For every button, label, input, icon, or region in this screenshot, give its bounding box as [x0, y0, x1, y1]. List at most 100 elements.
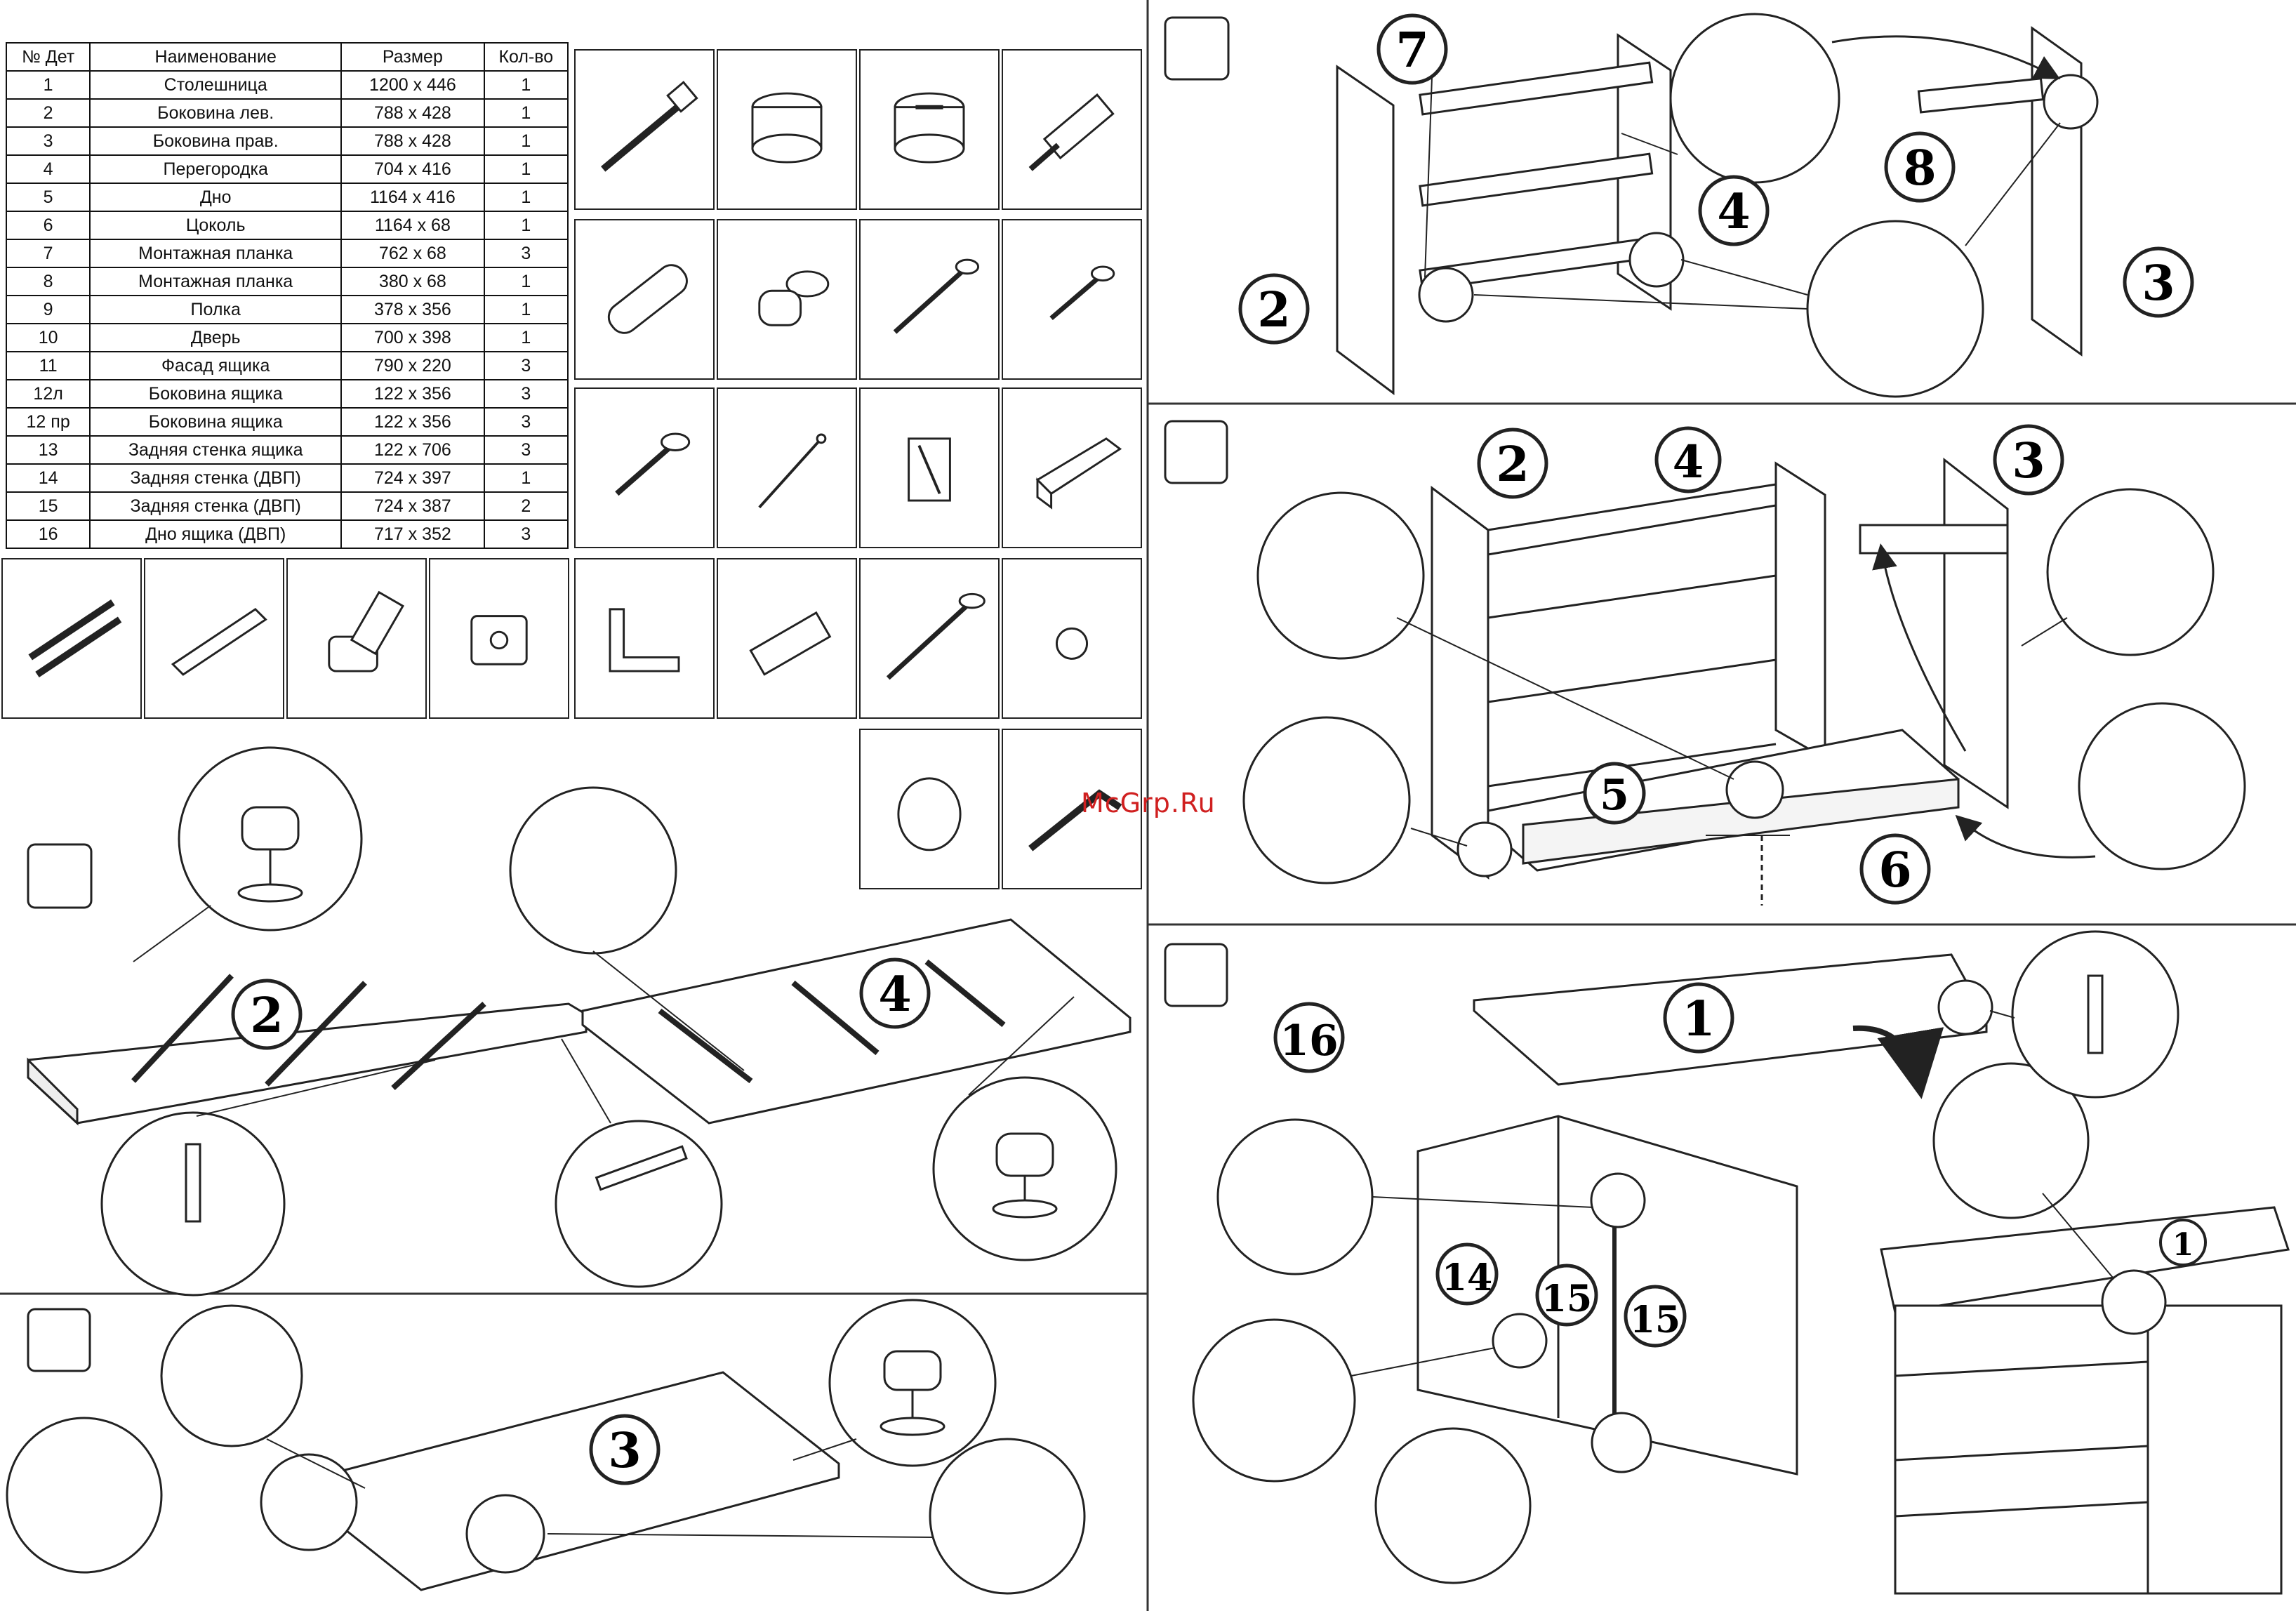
part-size-cell: 700 x 398	[340, 323, 485, 352]
part-label: 1	[2172, 1227, 2194, 1263]
hinge-plate-icon	[470, 615, 528, 665]
part-label: 15	[1630, 1299, 1680, 1341]
col-header-size: Размер	[340, 42, 485, 72]
part-qty-cell: 1	[483, 323, 569, 352]
part-qty-cell: 1	[483, 463, 569, 493]
part-number-cell: 12л	[5, 379, 91, 409]
part-number-cell: 7	[5, 239, 91, 268]
part-number-cell: 4	[5, 154, 91, 184]
part-qty-cell: 3	[483, 379, 569, 409]
hardware-cell	[717, 49, 857, 210]
part-badge-6: 6	[1859, 833, 1931, 905]
hinge-icon	[328, 590, 404, 672]
part-label: 15	[1541, 1278, 1592, 1320]
hardware-grid	[0, 0, 1151, 891]
part-size-cell: 790 x 220	[340, 351, 485, 380]
hex-key-icon	[1028, 789, 1122, 851]
step-d-diagram	[1164, 420, 2246, 906]
wood-screw-long-icon	[893, 258, 980, 334]
part-label: 1	[1682, 991, 1715, 1047]
part-qty-cell: 3	[483, 519, 569, 549]
step-d-number-box	[1164, 420, 1228, 484]
part-qty-cell: 3	[483, 435, 569, 465]
part-qty-cell: 1	[483, 295, 569, 324]
hardware-cell	[717, 219, 857, 380]
part-badge-4-step-a: 4	[859, 957, 931, 1029]
part-badge-3-step-d: 3	[1993, 424, 2064, 496]
hardware-cell	[859, 558, 1000, 719]
nail-icon	[758, 433, 827, 509]
part-number-cell: 11	[5, 351, 91, 380]
watermark: McGrp.Ru	[1081, 788, 1216, 818]
step-c-labels: 7 4 8 2 3	[1238, 13, 2194, 345]
hardware-cell	[286, 558, 427, 719]
part-badge-1-top: 1	[1663, 982, 1734, 1054]
part-name-cell: Боковина ящика	[89, 379, 343, 409]
step-d-labels: 2 4 3 5 6	[1477, 424, 2064, 905]
part-qty-cell: 1	[483, 183, 569, 212]
part-number-cell: 6	[5, 211, 91, 240]
cover-cap-icon	[1055, 627, 1089, 660]
confirmat-screw-icon	[601, 81, 698, 172]
part-size-cell: 724 x 387	[340, 491, 485, 521]
col-header-name: Наименование	[89, 42, 343, 72]
step-b-number-box	[27, 1308, 91, 1372]
hardware-cell	[574, 49, 715, 210]
part-size-cell: 378 x 356	[340, 295, 485, 324]
part-qty-cell: 1	[483, 267, 569, 296]
part-label: 14	[1442, 1257, 1492, 1299]
part-label: 2	[250, 988, 283, 1044]
part-name-cell: Фасад ящика	[89, 351, 343, 380]
part-qty-cell: 2	[483, 491, 569, 521]
part-name-cell: Задняя стенка (ДВП)	[89, 463, 343, 493]
part-name-cell: Боковина ящика	[89, 407, 343, 437]
hardware-cell	[717, 387, 857, 548]
drawer-runner-set-icon	[28, 599, 122, 678]
knob-handle-icon	[897, 777, 962, 851]
part-label: 3	[2142, 256, 2175, 312]
long-screw-icon	[886, 592, 986, 680]
step-c-number-box	[1164, 16, 1230, 81]
part-number-cell: 5	[5, 183, 91, 212]
part-size-cell: 122 x 706	[340, 435, 485, 465]
part-number-cell: 10	[5, 323, 91, 352]
part-qty-cell: 3	[483, 239, 569, 268]
part-size-cell: 762 x 68	[340, 239, 485, 268]
part-number-cell: 2	[5, 98, 91, 128]
part-badge-15-left: 15	[1535, 1264, 1598, 1327]
part-number-cell: 16	[5, 519, 91, 549]
parts-table-header: № Дет Наименование Размер Кол-во	[5, 42, 569, 72]
part-label: 2	[1257, 282, 1290, 338]
part-badge-7: 7	[1376, 13, 1448, 85]
part-size-cell: 122 x 356	[340, 379, 485, 409]
corner-bracket-icon	[609, 608, 680, 672]
part-name-cell: Боковина лев.	[89, 98, 343, 128]
part-size-cell: 717 x 352	[340, 519, 485, 549]
short-screw-icon	[615, 432, 691, 496]
part-size-cell: 122 x 356	[340, 407, 485, 437]
part-qty-cell: 1	[483, 70, 569, 100]
part-number-cell: 13	[5, 435, 91, 465]
part-label: 4	[878, 967, 911, 1023]
hardware-cell	[1002, 49, 1142, 210]
step-b-labels: 3	[589, 1414, 661, 1485]
part-badge-16: 16	[1273, 1002, 1345, 1073]
part-number-cell: 14	[5, 463, 91, 493]
col-header-number: № Дет	[5, 42, 91, 72]
part-name-cell: Перегородка	[89, 154, 343, 184]
hardware-cell	[1002, 387, 1142, 548]
